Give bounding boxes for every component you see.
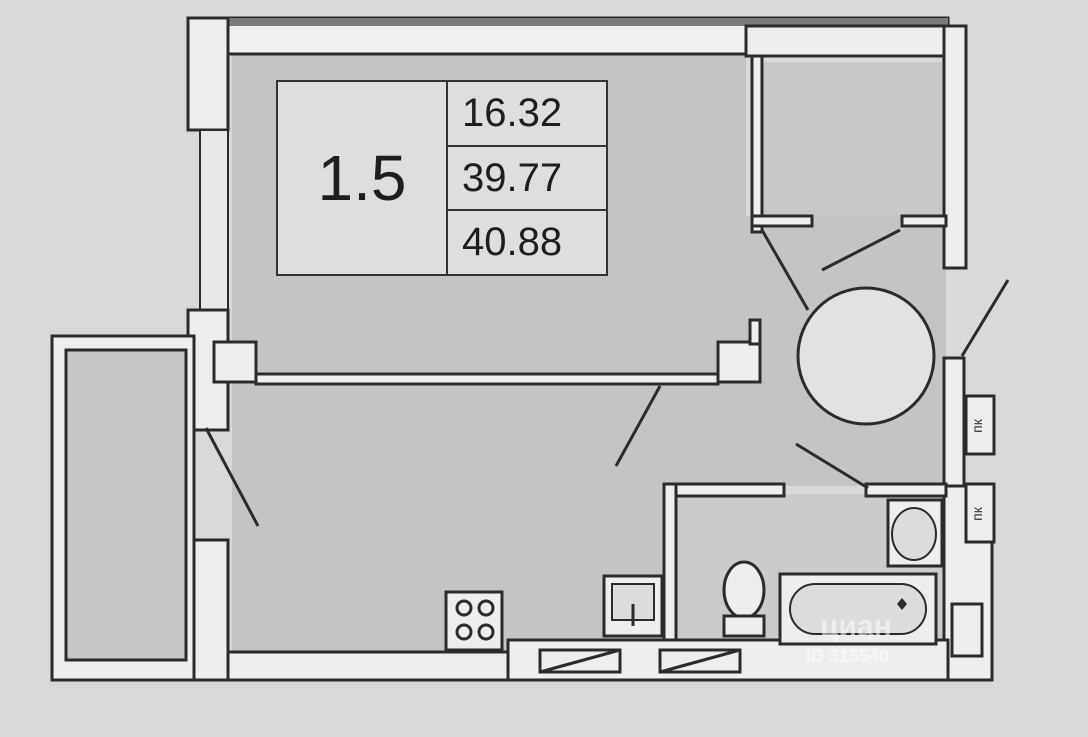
wall-right-lower <box>942 356 966 488</box>
utility-shafts <box>950 394 996 658</box>
balcony <box>50 334 196 682</box>
wall-right-upper <box>942 24 968 270</box>
partition <box>212 318 762 386</box>
toilet-icon <box>722 560 766 638</box>
watermark-brand: циан <box>820 610 892 643</box>
wall-bottom <box>226 650 510 682</box>
watermark-id: ID 315540 <box>806 646 890 666</box>
wall-left-upper <box>186 16 230 132</box>
area-list: 16.32 39.77 40.88 <box>448 82 606 274</box>
shaft-label-top: пк <box>968 419 985 433</box>
round-fixture <box>796 286 936 426</box>
closet-walls <box>744 24 948 234</box>
bathtub-icon <box>778 572 938 646</box>
kitchen-sink-icon <box>602 574 664 638</box>
total-area-value: 39.77 <box>448 147 606 212</box>
shaft-label-bottom: пк <box>968 507 985 521</box>
door-swings <box>204 228 1010 527</box>
window-left-upper <box>199 129 229 311</box>
stove-icon <box>444 590 504 652</box>
washbasin-icon <box>886 498 944 568</box>
closet-floor <box>762 62 944 216</box>
unit-info-box: 1.5 16.32 39.77 40.88 <box>276 80 608 276</box>
bottom-shafts <box>538 648 742 674</box>
full-area-value: 40.88 <box>462 220 563 265</box>
living-area-value: 16.32 <box>448 82 606 147</box>
room-count-label: 1.5 <box>278 82 448 274</box>
